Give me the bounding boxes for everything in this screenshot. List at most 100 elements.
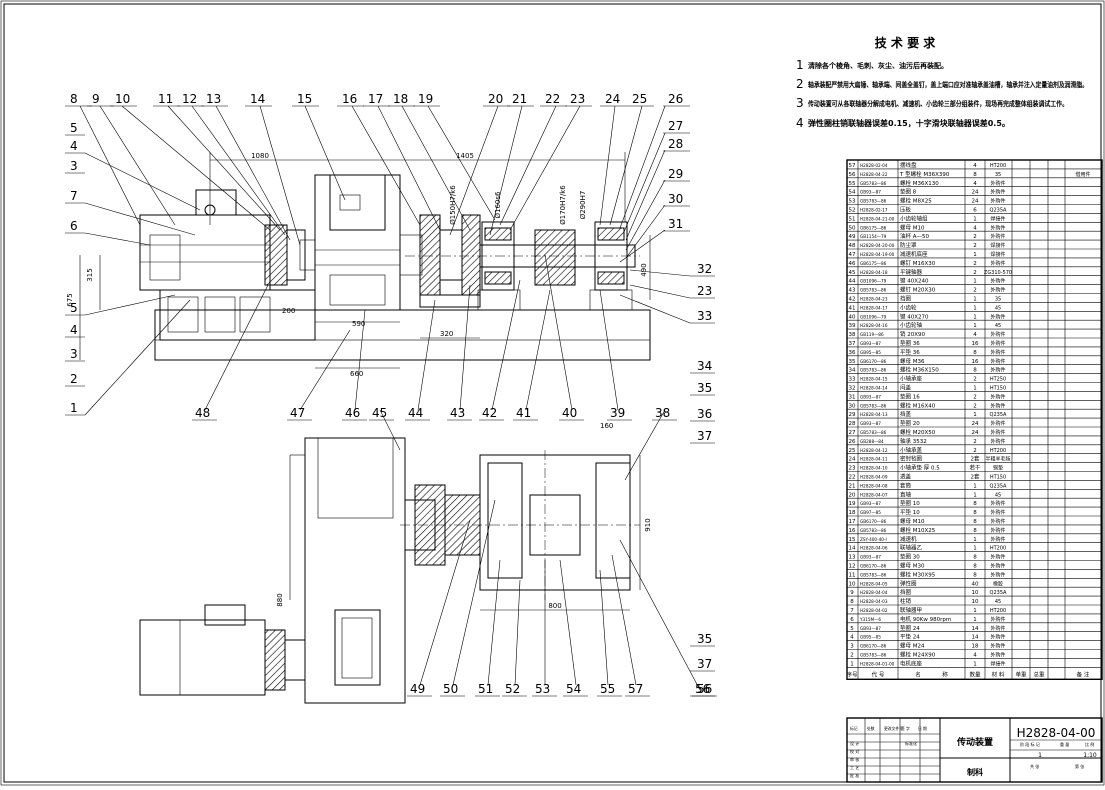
bom-code-17: GB6170—86: [860, 519, 887, 524]
bom-qty-52: 6: [973, 208, 977, 214]
bom-header-4: 数量: [969, 670, 981, 678]
bom-num-25: 25: [849, 448, 856, 454]
callout-right-1: 23: [697, 284, 712, 298]
plan-pinion-base: [479, 454, 631, 591]
bom-code-1: H2828-04-01-00: [860, 661, 895, 666]
dim-675: 675: [66, 293, 74, 306]
bom-qty-43: 2: [973, 288, 977, 294]
front-elevation-view: 1080 1405 315 675 200 590 320 660 490 Ø1…: [66, 152, 651, 378]
dim-490: 490: [640, 263, 648, 276]
callout-22: 22: [545, 92, 560, 106]
callout-27: 27: [668, 119, 683, 133]
bom-qty-56: 8: [973, 172, 977, 178]
bom-num-24: 24: [849, 457, 856, 463]
bom-code-6: Y315M—6: [859, 617, 881, 622]
bom-name-42: 挡圈: [900, 295, 912, 303]
bom-name-25: 小轴承盖: [900, 446, 923, 454]
bom-name-11: 螺栓 M30X95: [900, 570, 936, 578]
callout-right-4: 35: [697, 381, 712, 395]
bom-qty-32: 1: [973, 386, 977, 392]
fit-290: Ø290H7: [579, 191, 587, 220]
bom-qty-28: 24: [972, 421, 979, 427]
callout-left-7: 3: [70, 347, 78, 361]
bom-num-32: 32: [849, 386, 856, 392]
bom-mat-22: HT150: [990, 475, 1006, 481]
bom-name-13: 垫圈 30: [900, 553, 920, 561]
callout-left-0: 5: [70, 121, 78, 135]
bom-num-33: 33: [849, 377, 856, 383]
callout-plan-49: 49: [410, 682, 425, 696]
bom-code-48: H2828-04-20-00: [860, 243, 895, 248]
bom-num-54: 54: [849, 190, 856, 196]
bom-num-1: 1: [850, 661, 854, 667]
bom-qty-31: 2: [973, 394, 977, 400]
bom-mat-26: 外购件: [990, 438, 1005, 445]
bom-num-18: 18: [849, 510, 856, 516]
title-block-stage-2: 重 量: [1060, 741, 1069, 747]
bom-code-31: GB93—87: [860, 394, 881, 399]
bom-code-19: GB93—87: [860, 501, 881, 506]
bom-name-4: 平垫 24: [900, 633, 920, 641]
bom-code-3: GB6170—86: [860, 644, 887, 649]
bom-mat-57: HT200: [990, 163, 1006, 169]
bom-mat-2: 外购件: [990, 652, 1005, 659]
foundation-base: [154, 339, 651, 361]
bom-mat-40: 外购件: [990, 313, 1005, 320]
bom-mat-33: HT250: [990, 377, 1006, 383]
bom-num-38: 38: [849, 332, 856, 338]
bom-code-38: GB119—86: [860, 332, 884, 337]
bom-mat-48: 焊接件: [990, 242, 1005, 249]
bom-qty-29: 1: [973, 412, 977, 418]
callout-23: 23: [570, 92, 585, 106]
bom-qty-18: 8: [973, 510, 977, 516]
callout-left-4: 6: [70, 219, 78, 233]
foundation-slab: [154, 309, 651, 361]
bom-num-44: 44: [849, 279, 856, 285]
tb-label-0: 标记: [850, 726, 858, 731]
bom-name-32: 闷盖: [900, 384, 912, 392]
bom-code-26: GB288—84: [860, 439, 884, 444]
tech-req-text-1: 清除各个棱角、毛刺、灰尘、油污后再装配。: [808, 61, 948, 70]
bom-mat-3: 外购件: [990, 643, 1005, 650]
bom-mat-24: 半粗羊毛毡: [985, 456, 1010, 463]
bom-name-38: 销 20X90: [900, 330, 926, 338]
bom-mat-36: 外购件: [990, 349, 1005, 356]
bom-qty-8: 10: [972, 599, 979, 605]
bom-num-5: 5: [850, 626, 854, 632]
sheet-inner-border: [3, 3, 1102, 783]
bom-mat-51: 焊接件: [990, 215, 1005, 222]
bom-num-12: 12: [849, 564, 856, 570]
bom-code-40: GB1096—79: [860, 314, 887, 319]
dim-910: 910: [644, 518, 652, 531]
tb-role-0: 设 计: [850, 740, 859, 746]
bom-code-35: GB6170—86: [860, 359, 887, 364]
bom-num-35: 35: [849, 359, 856, 365]
bom-mat-8: 45: [995, 599, 1001, 605]
bom-name-24: 密封毡圈: [900, 455, 923, 463]
callout-plan-53: 53: [535, 682, 550, 696]
bom-code-8: H2828-04-03: [860, 599, 888, 604]
bom-name-17: 螺母 M10: [900, 517, 925, 525]
bom-num-20: 20: [849, 492, 856, 498]
bom-mat-18: 外购件: [990, 509, 1005, 516]
dim-590: 590: [352, 320, 365, 328]
bom-name-29: 挡盖: [900, 410, 912, 418]
bom-name-14: 联轴器乙: [900, 544, 923, 552]
dim-200: 200: [282, 307, 295, 315]
bom-code-55: GB5783—86: [860, 181, 887, 186]
motor-base-web-3: [239, 296, 271, 333]
plan-gearbox: [304, 437, 406, 704]
callout-left-2: 3: [70, 159, 78, 173]
bom-name-1: 电机底座: [900, 659, 923, 667]
bom-qty-21: 1: [973, 483, 977, 489]
callout-right-0: 32: [697, 262, 712, 276]
bom-num-52: 52: [849, 208, 856, 214]
bom-qty-4: 14: [972, 635, 979, 641]
bom-num-3: 3: [850, 644, 854, 650]
callout-12: 12: [182, 92, 197, 106]
bom-mat-29: Q235A: [990, 412, 1007, 418]
bom-code-24: H2828-04-11: [860, 457, 888, 462]
bom-mat-25: HT200: [990, 448, 1006, 454]
